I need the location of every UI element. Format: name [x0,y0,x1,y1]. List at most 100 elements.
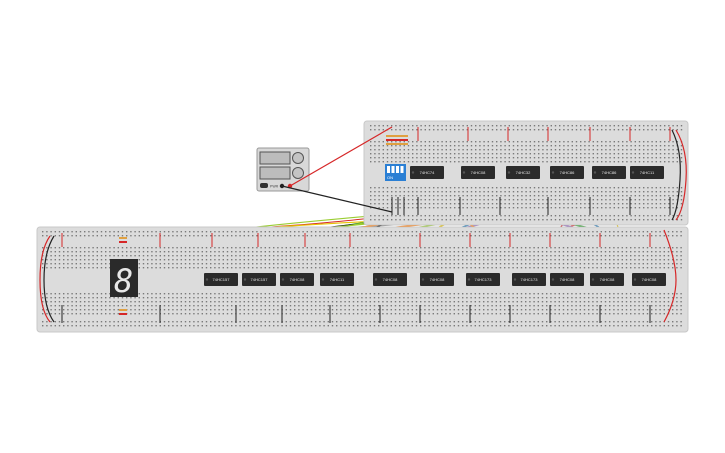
breadboard-hole[interactable] [626,191,628,193]
breadboard-hole[interactable] [664,195,666,197]
breadboard-hole[interactable] [533,321,535,323]
breadboard-hole[interactable] [411,313,413,315]
breadboard-hole[interactable] [521,191,523,193]
breadboard-hole[interactable] [357,301,359,303]
breadboard-hole[interactable] [84,267,86,269]
breadboard-hole[interactable] [42,309,44,311]
breadboard-hole[interactable] [378,255,380,257]
breadboard-hole[interactable] [100,305,103,307]
breadboard-hole[interactable] [302,301,304,303]
breadboard-hole[interactable] [84,263,86,265]
breadboard-hole[interactable] [512,203,515,205]
breadboard-hole[interactable] [651,263,653,265]
breadboard-hole[interactable] [491,191,494,193]
breadboard-hole[interactable] [500,149,502,151]
breadboard-hole[interactable] [336,301,338,303]
breadboard-hole[interactable] [277,255,279,257]
breadboard-hole[interactable] [479,161,481,163]
breadboard-hole[interactable] [428,321,430,323]
breadboard-hole[interactable] [542,191,544,193]
breadboard-hole[interactable] [281,267,283,269]
breadboard-hole[interactable] [663,255,665,257]
breadboard-hole[interactable] [378,199,380,201]
breadboard-hole[interactable] [529,191,531,193]
breadboard-hole[interactable] [525,203,527,205]
breadboard-hole[interactable] [516,313,518,315]
breadboard-hole[interactable] [609,203,611,205]
breadboard-hole[interactable] [504,145,506,147]
breadboard-hole[interactable] [277,263,279,265]
breadboard-hole[interactable] [643,187,645,189]
breadboard-hole[interactable] [504,207,506,209]
breadboard-hole[interactable] [67,235,69,237]
breadboard-hole[interactable] [491,199,494,201]
breadboard-hole[interactable] [424,321,426,323]
breadboard-hole[interactable] [466,153,468,155]
breadboard-hole[interactable] [420,203,422,205]
breadboard-hole[interactable] [340,255,342,257]
breadboard-hole[interactable] [180,263,182,265]
breadboard-hole[interactable] [667,301,670,303]
breadboard-hole[interactable] [100,297,103,299]
breadboard-hole[interactable] [399,191,401,193]
breadboard-hole[interactable] [445,215,447,217]
breadboard-hole[interactable] [411,293,413,295]
breadboard-hole[interactable] [327,247,329,249]
breadboard-hole[interactable] [558,231,560,233]
breadboard-hole[interactable] [504,267,506,269]
breadboard-hole[interactable] [592,313,594,315]
breadboard-hole[interactable] [542,195,544,197]
breadboard-hole[interactable] [373,263,376,265]
breadboard-hole[interactable] [609,297,611,299]
breadboard-hole[interactable] [306,267,308,269]
breadboard-hole[interactable] [533,129,536,131]
chip-body[interactable] [506,166,540,179]
breadboard-hole[interactable] [222,301,224,303]
breadboard-hole[interactable] [42,293,44,295]
breadboard-hole[interactable] [201,235,203,237]
breadboard-hole[interactable] [147,313,149,315]
breadboard-hole[interactable] [420,247,422,249]
breadboard-hole[interactable] [562,267,565,269]
breadboard-hole[interactable] [168,263,170,265]
breadboard-hole[interactable] [46,247,48,249]
breadboard-hole[interactable] [357,297,359,299]
breadboard-hole[interactable] [525,125,527,127]
breadboard-hole[interactable] [159,293,161,295]
breadboard-hole[interactable] [189,321,191,323]
breadboard-hole[interactable] [378,219,380,221]
breadboard-hole[interactable] [575,301,577,303]
breadboard-hole[interactable] [517,161,519,163]
breadboard-hole[interactable] [479,195,481,197]
breadboard-hole[interactable] [88,251,90,253]
breadboard-hole[interactable] [596,247,598,249]
breadboard-hole[interactable] [541,321,544,323]
breadboard-hole[interactable] [508,267,510,269]
breadboard-hole[interactable] [201,255,203,257]
breadboard-hole[interactable] [449,325,451,327]
dip-toggle-2[interactable] [391,166,395,173]
breadboard-hole[interactable] [201,305,203,307]
breadboard-hole[interactable] [613,215,615,217]
breadboard-hole[interactable] [46,293,48,295]
breadboard-hole[interactable] [575,267,577,269]
breadboard-hole[interactable] [247,313,250,315]
breadboard-hole[interactable] [298,313,300,315]
breadboard-hole[interactable] [508,309,510,311]
breadboard-hole[interactable] [579,309,581,311]
breadboard-hole[interactable] [142,301,145,303]
breadboard-hole[interactable] [243,247,245,249]
breadboard-hole[interactable] [352,255,355,257]
breadboard-hole[interactable] [100,325,103,327]
breadboard-hole[interactable] [268,247,271,249]
breadboard-hole[interactable] [382,219,384,221]
breadboard-hole[interactable] [403,325,405,327]
breadboard-hole[interactable] [184,263,187,265]
breadboard-hole[interactable] [403,267,405,269]
breadboard-hole[interactable] [50,325,52,327]
breadboard-hole[interactable] [655,309,657,311]
breadboard-hole[interactable] [517,145,519,147]
breadboard-hole[interactable] [449,199,452,201]
breadboard-hole[interactable] [50,309,52,311]
breadboard-hole[interactable] [609,263,611,265]
